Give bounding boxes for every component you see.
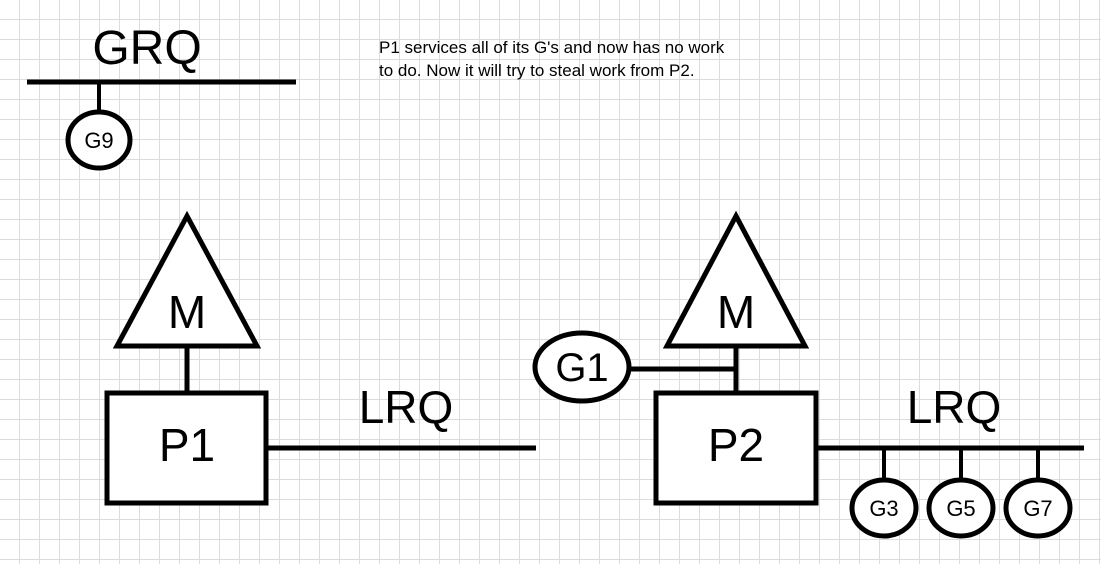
goroutine-g7: G7 [1003,477,1073,539]
p1-box [104,390,269,506]
explanation-note: P1 services all of its G's and now has n… [379,36,849,82]
p1-label: P1 [159,419,215,471]
explanation-line-1: P1 services all of its G's and now has n… [379,38,725,57]
machine-m1: M [112,210,262,349]
g3-label: G3 [869,496,898,521]
g5-circle [926,477,996,539]
p1-lrq-label: LRQ [359,381,454,433]
g5-label: G5 [946,496,975,521]
processor-p2: P2 [653,390,819,506]
p2-lrq-label: LRQ [907,381,1002,433]
g3-circle [849,477,919,539]
goroutine-g5: G5 [926,477,996,539]
m1-label: M [168,286,206,338]
processor-p1-group: M P1 LRQ [104,210,536,506]
g7-circle [1003,477,1073,539]
m2-label: M [717,286,755,338]
p2-label: P2 [708,419,764,471]
global-run-queue: GRQ G9 [27,22,296,171]
machine-m2: M [662,210,810,349]
g9-circle [65,109,133,171]
goroutine-g1: G1 [532,330,632,404]
g1-label: G1 [555,346,608,390]
g7-label: G7 [1023,496,1052,521]
processor-p1: P1 [104,390,269,506]
g9-label: G9 [84,128,113,153]
p2-box [653,390,819,506]
g1-circle [532,330,632,404]
goroutine-g3: G3 [849,477,919,539]
grq-label: GRQ [92,22,201,75]
explanation-line-2: to do. Now it will try to steal work fro… [379,61,695,80]
processor-p2-group: M G1 P2 LRQ G3 G5 G7 [532,210,1084,539]
goroutine-g9: G9 [65,109,133,171]
